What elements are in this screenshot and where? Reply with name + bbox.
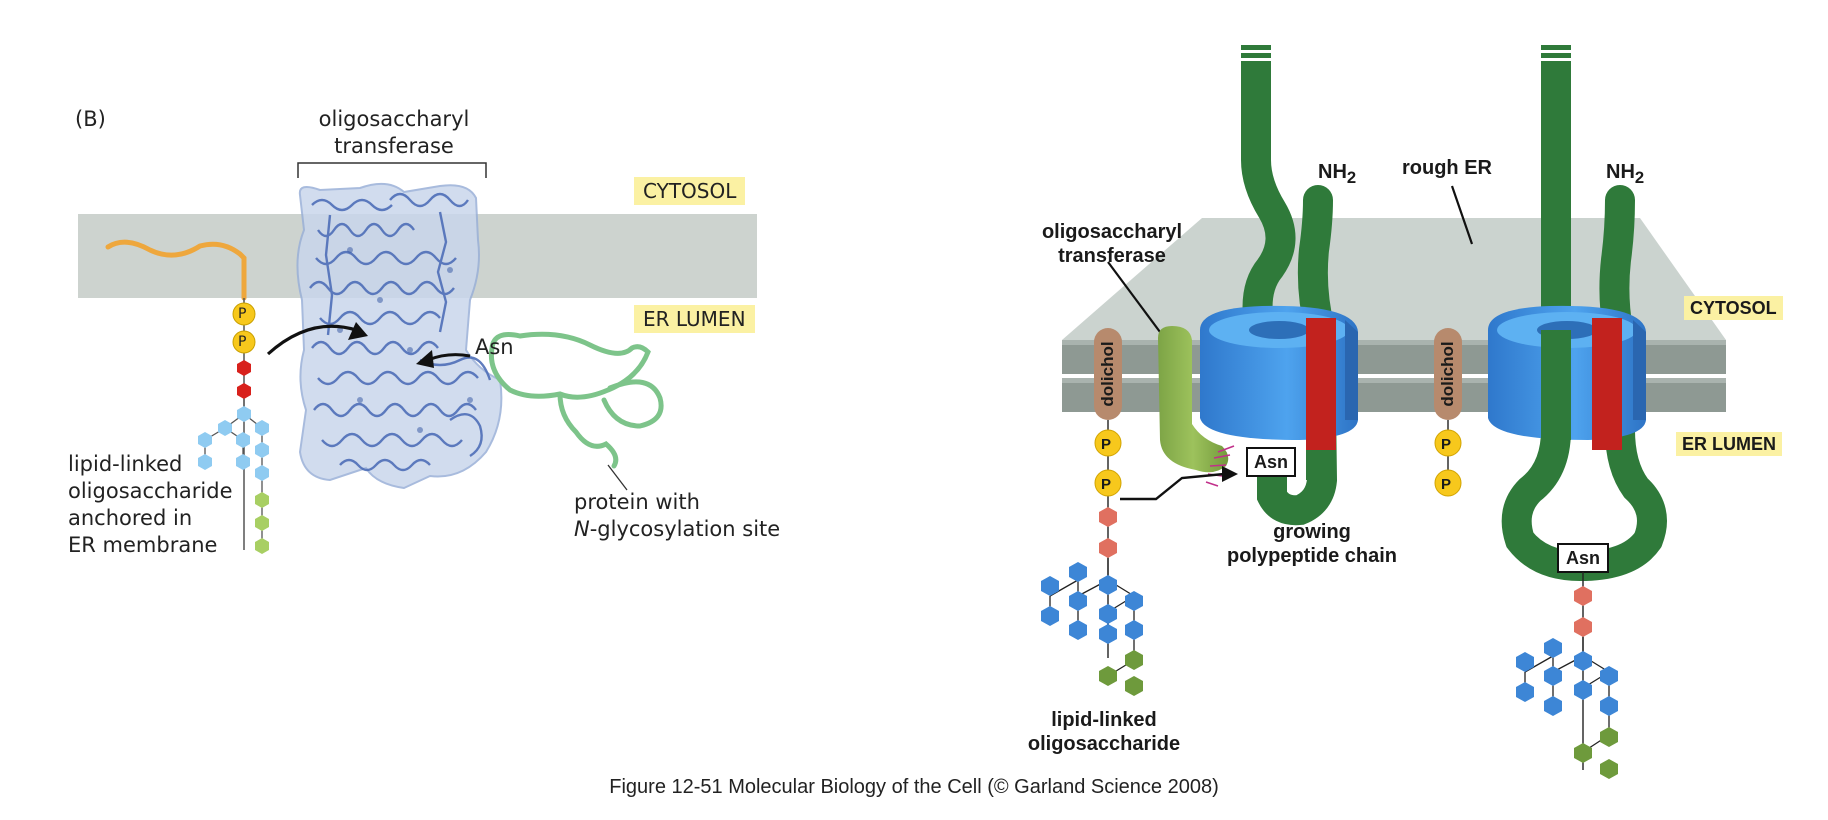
protein-label-rest: -glycosylation site xyxy=(589,517,781,541)
lipid-label-b-line1: lipid-linked xyxy=(68,452,183,476)
dolichol-label-right: dolichol xyxy=(1438,341,1457,407)
lipid-oligosaccharide-tree-b xyxy=(198,406,269,554)
phosphate-a-right-1-label: P xyxy=(1441,436,1452,453)
oligosaccharyl-transferase-blob xyxy=(1158,326,1229,473)
enzyme-label-a-line1: oligosaccharyl xyxy=(1041,221,1183,243)
lipid-label-a: lipid-linked oligosaccharide xyxy=(1004,708,1204,756)
phosphate-a-left-2-label: P xyxy=(1101,476,1112,493)
phosphate-a-right-2-label: P xyxy=(1441,476,1452,493)
lipid-tail xyxy=(105,239,247,301)
cytosol-tag-a: CYTOSOL xyxy=(1684,296,1783,320)
lipid-label-b-line3: anchored in xyxy=(68,506,193,530)
figure-caption: Figure 12-51 Molecular Biology of the Ce… xyxy=(609,776,1219,798)
phosphate-a-right-1 xyxy=(1434,429,1462,457)
asn-label-a-right: Asn xyxy=(1565,548,1600,568)
transfer-arrow-a xyxy=(1120,472,1225,501)
phosphate-b-1-label: P xyxy=(238,306,247,322)
er-lumen-tag-a: ER LUMEN xyxy=(1676,432,1782,456)
rough-er-label: rough ER xyxy=(1402,157,1492,179)
sugar-red-1 xyxy=(237,360,251,376)
transfer-arrow xyxy=(266,324,357,356)
phosphate-a-left-2 xyxy=(1094,469,1122,497)
protein-label: protein with N-glycosylation site xyxy=(574,489,780,543)
nh2-right-text: NH xyxy=(1606,161,1635,183)
growing-chain-line1: growing xyxy=(1273,521,1351,543)
nh2-label-right: NH2 xyxy=(1606,160,1644,190)
enzyme-label-b-line2: transferase xyxy=(334,134,454,158)
nh2-right-sub: 2 xyxy=(1634,168,1645,187)
enzyme-label-b-line1: oligosaccharyl xyxy=(318,107,470,131)
polypeptide-left-incoming xyxy=(1241,44,1296,360)
enzyme-label-a: oligosaccharyl transferase xyxy=(1012,220,1212,268)
nh2-left-sub: 2 xyxy=(1346,168,1357,187)
asn-label-a-left: Asn xyxy=(1253,452,1288,472)
cytosol-tag-b: CYTOSOL xyxy=(634,177,746,205)
enzyme-label-b: oligosaccharyl transferase xyxy=(294,106,494,160)
protein-label-italic: N xyxy=(574,517,590,541)
substrate-protein xyxy=(488,331,664,469)
asn-box-right xyxy=(1557,543,1609,573)
protein-pointer xyxy=(607,464,628,491)
phosphate-b-2-label: P xyxy=(238,334,247,350)
protein-label-line1: protein with xyxy=(574,490,700,514)
oligosaccharyl-transferase-structure xyxy=(296,182,503,490)
dolichol-left xyxy=(1094,328,1122,420)
sugar-red-2 xyxy=(237,383,251,399)
oligosaccharide-tree-a-right xyxy=(1516,638,1618,716)
nh2-label-left: NH2 xyxy=(1318,160,1356,190)
dolichol-label-left: dolichol xyxy=(1098,341,1117,407)
lipid-label-b-line4: ER membrane xyxy=(68,533,218,557)
rough-er-pointer xyxy=(1450,185,1474,245)
panel-a xyxy=(1041,42,1726,779)
ost-pointer xyxy=(1107,261,1161,333)
dolichol-right xyxy=(1434,328,1462,420)
phosphate-b-1 xyxy=(232,302,256,326)
growing-chain-line2: polypeptide chain xyxy=(1226,545,1398,567)
red-segment-left xyxy=(1306,318,1336,450)
lipid-oligosaccharide-tree-a-left xyxy=(1041,562,1143,644)
enzyme-label-a-line2: transferase xyxy=(1058,245,1166,267)
phosphate-a-right-2 xyxy=(1434,469,1462,497)
lipid-label-b-line2: oligosaccharide xyxy=(68,479,233,503)
red-segment-right xyxy=(1592,318,1622,450)
asn-box-left xyxy=(1246,447,1296,477)
phosphate-b-2 xyxy=(232,330,256,354)
panel-b xyxy=(78,162,757,554)
growing-chain-label: growing polypeptide chain xyxy=(1212,520,1412,568)
er-lumen-tag-b: ER LUMEN xyxy=(634,305,755,333)
lipid-label-a-line2: oligosaccharide xyxy=(1027,733,1181,755)
protein-label-line2: N-glycosylation site xyxy=(574,516,780,543)
lipid-label-a-line1: lipid-linked xyxy=(1051,709,1157,731)
enzyme-bracket xyxy=(297,162,487,178)
lipid-label-b: lipid-linked oligosaccharide anchored in… xyxy=(68,451,233,559)
phosphate-a-left-1-label: P xyxy=(1101,436,1112,453)
panel-b-label: (B) xyxy=(75,107,106,131)
nh2-left-text: NH xyxy=(1318,161,1347,183)
phosphate-a-left-1 xyxy=(1094,429,1122,457)
asn-label-b: Asn xyxy=(475,335,514,359)
